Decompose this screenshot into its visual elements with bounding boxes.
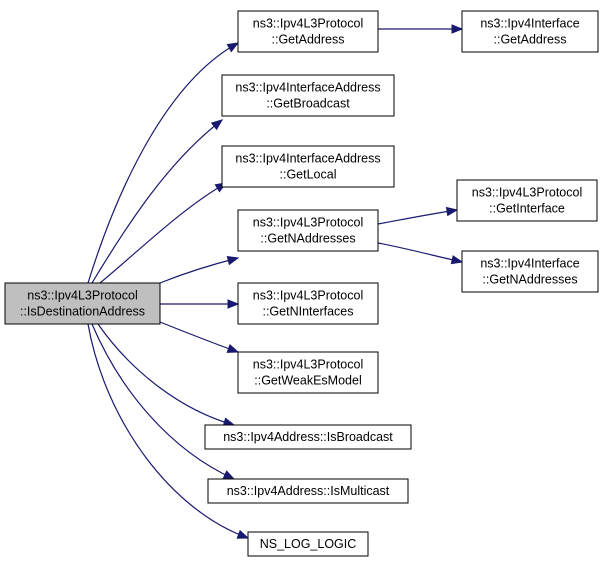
- arrowhead: [226, 256, 240, 266]
- nodes-layer: ns3::Ipv4L3Protocol::IsDestinationAddres…: [4, 10, 599, 557]
- node-if-getnaddresses[interactable]: ns3::Ipv4Interface::GetNAddresses: [461, 250, 599, 293]
- node-label-line: ::GetNAddresses: [482, 273, 577, 287]
- node-label-line: ::GetAddress: [272, 33, 345, 47]
- node-box: [237, 351, 379, 394]
- node-box: [456, 179, 598, 222]
- node-label-line: ::GetAddress: [494, 33, 567, 47]
- node-label-line: ::IsDestinationAddress: [20, 305, 145, 319]
- node-label-line: ns3::Ipv4Address::IsMulticast: [227, 484, 390, 498]
- arrowhead: [226, 343, 240, 353]
- edge-line: [87, 42, 239, 284]
- node-ifaddr-getlocal[interactable]: ns3::Ipv4InterfaceAddress::GetLocal: [221, 145, 395, 188]
- node-l3-getnaddresses[interactable]: ns3::Ipv4L3Protocol::GetNAddresses: [237, 209, 379, 252]
- edge-l3-getnaddresses-to-l3-getinterface: [377, 206, 459, 225]
- edge-root-to-l3-getweakesmodel: [159, 321, 240, 353]
- edge-root-to-addr-ismulticast: [91, 323, 236, 480]
- edge-l3-getnaddresses-to-if-getnaddresses: [377, 242, 464, 265]
- node-label-line: NS_LOG_LOGIC: [260, 537, 357, 551]
- node-box: [4, 282, 161, 325]
- node-label-line: ns3::Ipv4L3Protocol: [253, 17, 364, 31]
- node-l3-getinterface[interactable]: ns3::Ipv4L3Protocol::GetInterface: [456, 179, 598, 222]
- edge-line: [377, 209, 458, 225]
- arrowhead: [236, 529, 250, 539]
- node-label-line: ::GetInterface: [489, 202, 565, 216]
- node-label-line: ns3::Ipv4L3Protocol: [253, 358, 364, 372]
- edge-root-to-l3-getnaddresses: [159, 256, 240, 284]
- node-box: [237, 209, 379, 252]
- node-label-line: ns3::Ipv4L3Protocol: [253, 289, 364, 303]
- node-label-line: ns3::Ipv4L3Protocol: [27, 289, 138, 303]
- arrowhead: [222, 470, 236, 480]
- node-label-line: ::GetLocal: [280, 168, 337, 182]
- node-box: [461, 10, 599, 53]
- node-box: [461, 250, 599, 293]
- node-box: [237, 10, 379, 53]
- arrowhead: [451, 24, 464, 34]
- edge-line: [99, 182, 227, 284]
- node-label-line: ns3::Ipv4L3Protocol: [472, 186, 583, 200]
- node-label-line: ns3::Ipv4Interface: [480, 17, 579, 31]
- node-box: [237, 282, 379, 325]
- node-ifaddr-getbroadcast[interactable]: ns3::Ipv4InterfaceAddress::GetBroadcast: [221, 74, 395, 117]
- node-label-line: ns3::Ipv4L3Protocol: [253, 216, 364, 230]
- node-addr-ismulticast[interactable]: ns3::Ipv4Address::IsMulticast: [207, 478, 409, 504]
- node-if-getaddress[interactable]: ns3::Ipv4Interface::GetAddress: [461, 10, 599, 53]
- node-l3-getweakesmodel[interactable]: ns3::Ipv4L3Protocol::GetWeakEsModel: [237, 351, 379, 394]
- edge-root-to-l3-getninterfaces: [160, 299, 240, 309]
- node-addr-isbroadcast[interactable]: ns3::Ipv4Address::IsBroadcast: [204, 424, 412, 450]
- arrowhead: [445, 206, 459, 217]
- node-box: [247, 531, 369, 557]
- edge-line: [87, 323, 249, 539]
- arrowhead: [227, 299, 240, 309]
- edge-l3-getaddress-to-if-getaddress: [378, 24, 464, 34]
- edge-line: [159, 257, 239, 284]
- edge-line: [91, 323, 235, 480]
- node-l3-getninterfaces[interactable]: ns3::Ipv4L3Protocol::GetNInterfaces: [237, 282, 379, 325]
- node-label-line: ns3::Ipv4InterfaceAddress: [235, 152, 380, 166]
- node-label-line: ns3::Ipv4Address::IsBroadcast: [223, 430, 393, 444]
- arrowhead: [450, 255, 464, 265]
- node-ns-log-logic[interactable]: NS_LOG_LOGIC: [247, 531, 369, 557]
- edge-root-to-ns-log-logic: [87, 323, 250, 539]
- node-label-line: ::GetNInterfaces: [262, 305, 353, 319]
- arrowhead: [226, 42, 240, 53]
- edge-line: [91, 119, 223, 284]
- edge-line: [97, 323, 235, 426]
- node-label-line: ::GetBroadcast: [266, 97, 350, 111]
- node-label-line: ns3::Ipv4Interface: [480, 257, 579, 271]
- edge-line: [377, 242, 463, 263]
- node-label-line: ns3::Ipv4InterfaceAddress: [235, 81, 380, 95]
- node-box: [221, 74, 395, 117]
- node-box: [221, 145, 395, 188]
- edge-root-to-l3-getaddress: [87, 42, 240, 284]
- edge-root-to-ifaddr-getbroadcast: [91, 119, 224, 284]
- node-label-line: ::GetWeakEsModel: [254, 374, 361, 388]
- edge-line: [159, 321, 239, 353]
- node-root[interactable]: ns3::Ipv4L3Protocol::IsDestinationAddres…: [4, 282, 161, 325]
- node-box: [204, 424, 412, 450]
- node-l3-getaddress[interactable]: ns3::Ipv4L3Protocol::GetAddress: [237, 10, 379, 53]
- node-label-line: ::GetNAddresses: [260, 232, 355, 246]
- arrowhead: [210, 119, 224, 131]
- node-box: [207, 478, 409, 504]
